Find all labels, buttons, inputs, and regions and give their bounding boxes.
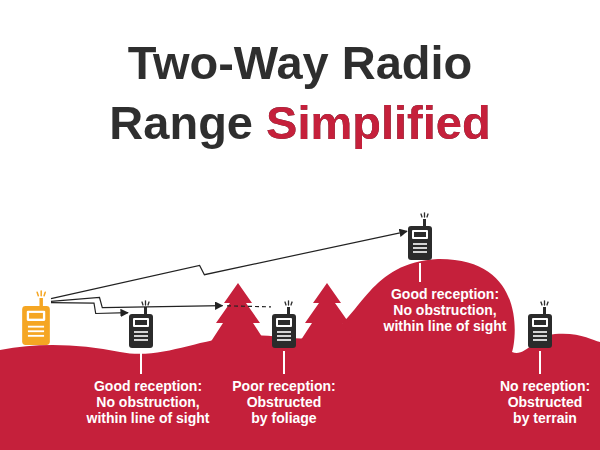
radio-icon: [128, 300, 154, 348]
signal-mark: [291, 302, 292, 305]
radio-icon: [21, 290, 51, 345]
signal-mark: [148, 302, 149, 305]
speaker-grille: [28, 326, 44, 328]
speaker-grille: [413, 251, 427, 253]
speaker-grille: [413, 243, 427, 245]
radio-screen: [27, 311, 45, 321]
radio-screen: [532, 318, 548, 327]
page-title: Two-Way Radio Range Simplified: [70, 33, 530, 153]
speaker-grille: [533, 331, 547, 333]
radio-node: Poor reception:Obstructed by foliage: [271, 300, 297, 348]
speaker-grille: [277, 339, 291, 341]
speaker-grille: [413, 247, 427, 249]
reception-detail: Obstructed by terrain: [502, 394, 588, 426]
radio-node: Good reception:No obstruction, within li…: [407, 212, 433, 260]
radio-body: [272, 314, 296, 348]
pine-tree: [210, 283, 266, 343]
signal-line: [51, 231, 407, 298]
terrain: [0, 259, 600, 450]
speaker-grille: [134, 339, 148, 341]
speaker-grille: [277, 335, 291, 337]
radio-body: [528, 314, 552, 348]
reception-caption: Good reception:No obstruction, within li…: [58, 378, 238, 426]
signal-mark: [427, 214, 428, 217]
signal-mark: [44, 292, 45, 295]
radio-body: [129, 314, 153, 348]
radio-display: [135, 320, 147, 325]
reception-heading: Good reception:: [58, 378, 238, 394]
speaker-grille: [134, 331, 148, 333]
radio-icon: [407, 212, 433, 260]
signal-mark: [547, 302, 548, 305]
leader-tick: [140, 351, 142, 374]
radio-antenna: [287, 307, 290, 315]
signal-arrow: [51, 298, 271, 308]
speaker-grille: [28, 330, 44, 332]
speaker-grille: [533, 339, 547, 341]
speaker-grille: [277, 331, 291, 333]
signal-mark: [288, 301, 289, 305]
reception-detail: No obstruction, within line of sight: [85, 394, 212, 426]
reception-detail: Obstructed by foliage: [241, 394, 327, 426]
radio-node: No reception:Obstructed by terrain: [527, 300, 553, 348]
signal-mark: [142, 302, 143, 305]
signal-mark: [541, 302, 542, 305]
signal-arrow: [51, 231, 407, 298]
reception-heading: Good reception:: [355, 286, 535, 302]
reception-detail: No obstruction, within line of sight: [382, 302, 509, 334]
radio-screen: [412, 230, 428, 239]
pine-tree: [299, 283, 355, 343]
radio-display: [278, 320, 290, 325]
radio-node: Good reception:No obstruction, within li…: [128, 300, 154, 348]
radio-node: [21, 290, 51, 345]
speaker-grille: [134, 335, 148, 337]
radio-antenna: [39, 298, 42, 307]
radio-display: [29, 313, 43, 319]
blocked-signal-line: [227, 306, 271, 307]
reception-caption: Good reception:No obstruction, within li…: [355, 286, 535, 334]
signal-mark: [421, 214, 422, 217]
tree-trunk: [324, 342, 330, 350]
signal-mark: [145, 301, 146, 305]
radio-display: [414, 232, 426, 237]
reception-caption: No reception:Obstructed by terrain: [455, 378, 600, 426]
radio-body: [408, 226, 432, 260]
radio-antenna: [144, 307, 147, 315]
signal-line: [51, 303, 128, 314]
signal-line: [51, 298, 223, 308]
radio-screen: [133, 318, 149, 327]
speaker-grille: [533, 335, 547, 337]
signal-mark: [424, 213, 425, 217]
signal-arrow: [51, 303, 128, 314]
radio-antenna: [543, 307, 546, 315]
radio-display: [534, 320, 546, 325]
radio-icon: [271, 300, 297, 348]
radio-body: [22, 306, 50, 345]
reception-caption: Poor reception:Obstructed by foliage: [194, 378, 374, 426]
leader-tick: [283, 351, 285, 374]
signal-mark: [40, 291, 42, 296]
radio-icon: [527, 300, 553, 348]
leader-tick: [539, 351, 541, 374]
reception-heading: No reception:: [455, 378, 600, 394]
speaker-grille: [28, 335, 44, 337]
radio-antenna: [423, 219, 426, 227]
reception-heading: Poor reception:: [194, 378, 374, 394]
signal-mark: [285, 302, 286, 305]
signal-mark: [544, 301, 545, 305]
tree-trunk: [235, 342, 241, 350]
leader-tick: [419, 263, 421, 282]
signal-mark: [37, 292, 38, 295]
radio-screen: [276, 318, 292, 327]
